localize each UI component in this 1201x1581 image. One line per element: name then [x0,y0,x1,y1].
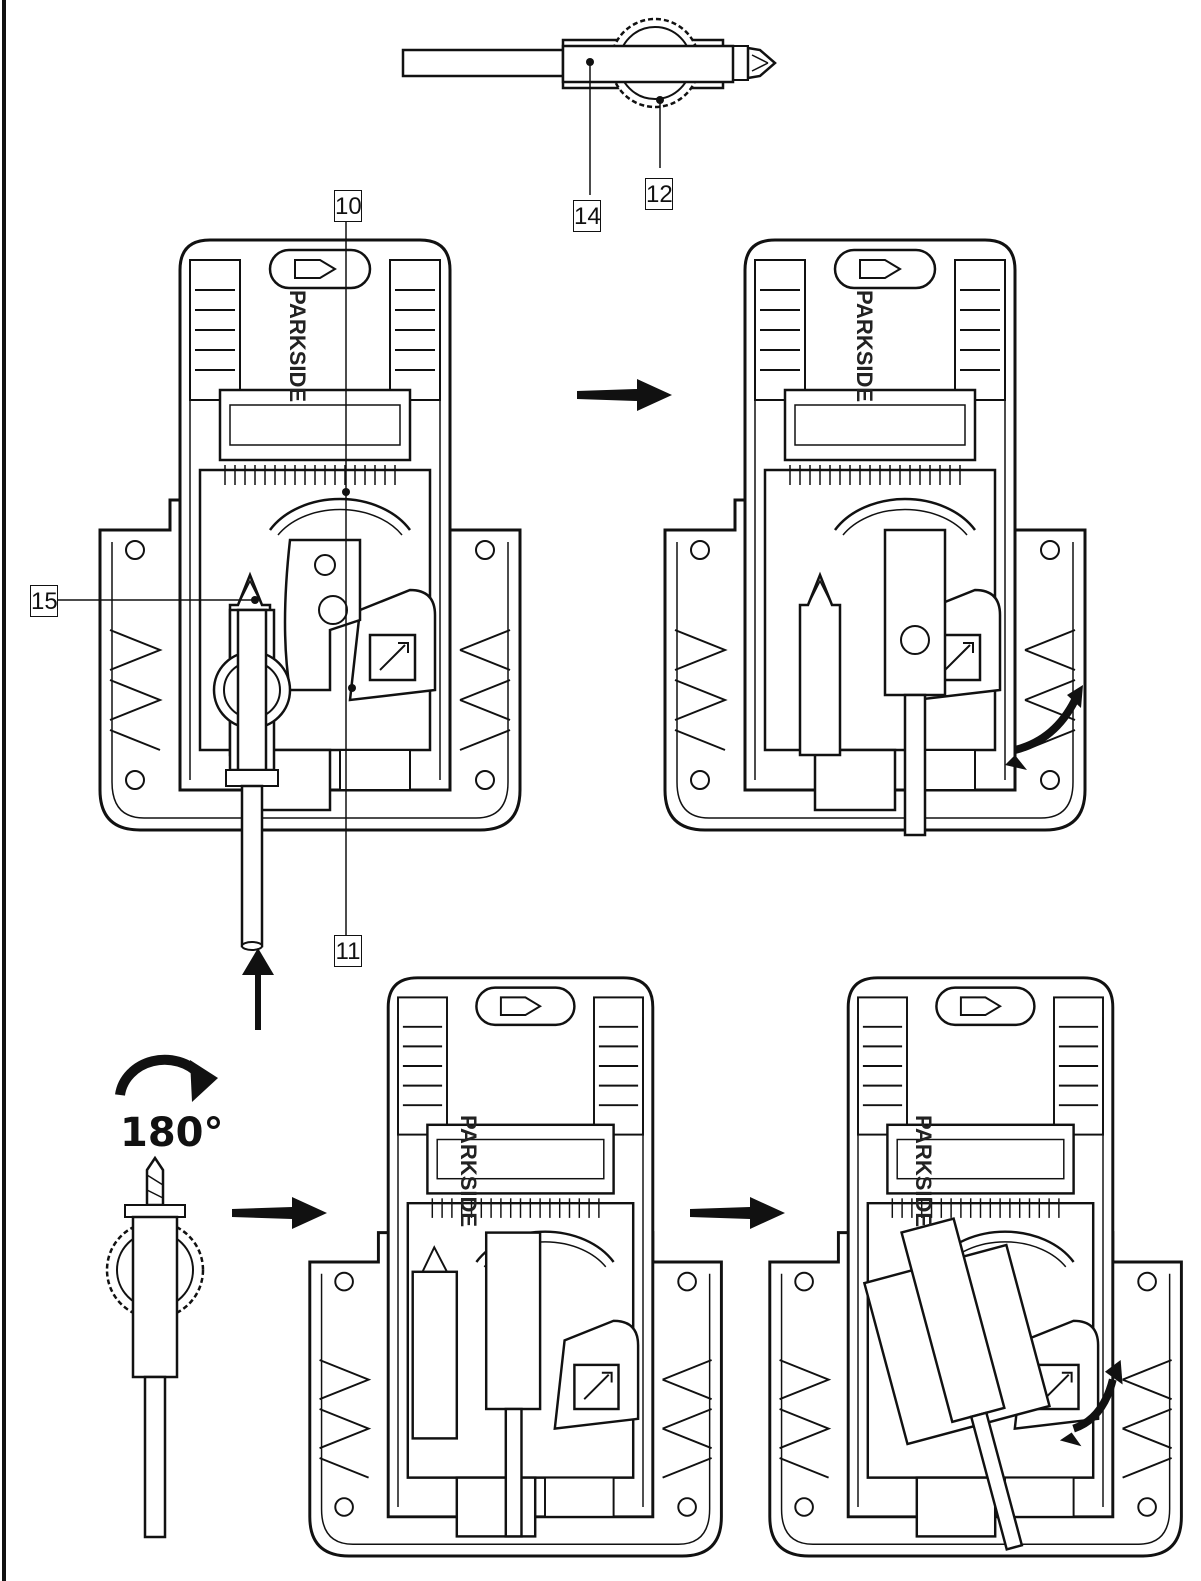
rotate-180-arrow [115,1054,218,1102]
callout-14: 14 [573,200,601,232]
arrow-holder-to-step3 [232,1197,327,1229]
drill-holder-rotated [105,1155,205,1539]
callout-15: 15 [30,585,58,617]
arrow-step3-to-step4 [690,1197,785,1229]
svg-text:PARKSIDE: PARKSIDE [911,1115,936,1227]
sharpener-unit-step4 [768,976,1183,1558]
callout-12: 12 [645,178,673,210]
brand-mark-4: PARKSIDE [911,1115,936,1227]
sharpener-unit-step3 [308,976,723,1558]
sharpener-unit-step2 [663,238,1087,837]
brand-mark-1: PARKSIDE [285,290,310,402]
brand-mark-3: PARKSIDE [456,1115,481,1227]
rotation-label: 180° [120,1110,224,1156]
svg-text:PARKSIDE: PARKSIDE [285,290,310,402]
arrow-up [242,948,274,1030]
drill-holder-inserted-step1 [212,608,292,951]
svg-text:PARKSIDE: PARKSIDE [456,1115,481,1227]
drill-holder-side-view [401,17,777,195]
arrow-step1-to-step2 [577,379,672,411]
callout-11: 11 [334,935,362,967]
sharpener-unit-step1 [98,238,522,832]
brand-mark-2: PARKSIDE [852,290,877,402]
callout-10: 10 [334,190,362,222]
svg-text:PARKSIDE: PARKSIDE [852,290,877,402]
